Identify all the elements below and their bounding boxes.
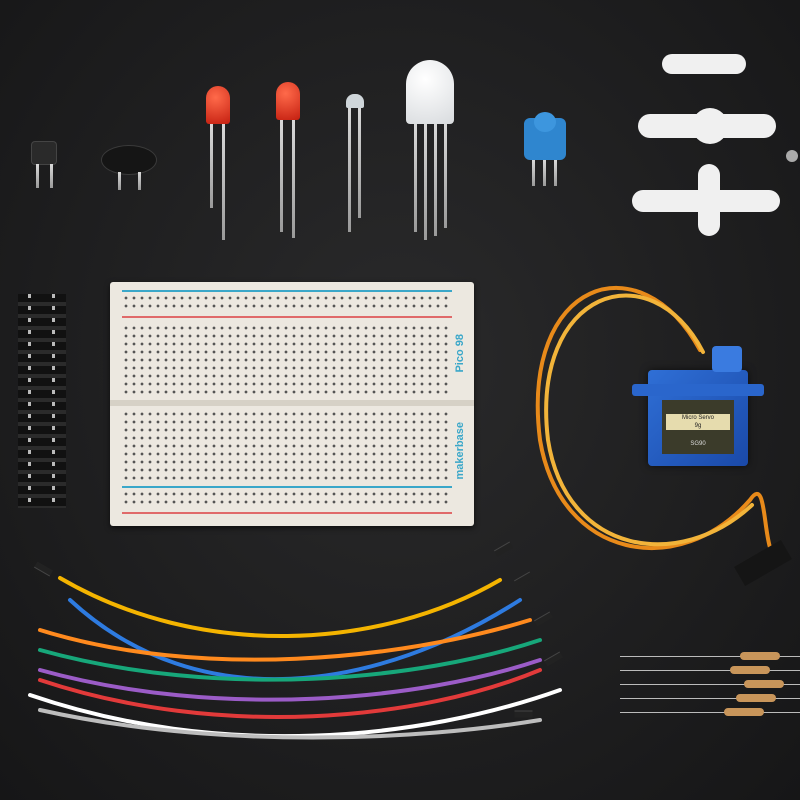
rgb-led xyxy=(406,60,454,124)
servo-label-line1: Micro Servo xyxy=(681,415,714,421)
led-red-1 xyxy=(206,86,230,124)
servo-label-line3: SG90 xyxy=(690,441,706,447)
piezo-buzzer xyxy=(102,146,156,174)
button-switch xyxy=(32,142,56,164)
photo-sensor xyxy=(346,94,364,108)
servo-label-line2: 9g xyxy=(694,423,702,429)
resistors xyxy=(620,650,800,720)
screw xyxy=(786,150,798,162)
led-red-2 xyxy=(276,82,300,120)
micro-servo: Micro Servo 9g SG90 xyxy=(632,346,764,466)
breadboard: Pico 98 makerbase xyxy=(110,282,474,526)
header-pins xyxy=(18,294,66,508)
servo-horn-1 xyxy=(662,54,746,74)
